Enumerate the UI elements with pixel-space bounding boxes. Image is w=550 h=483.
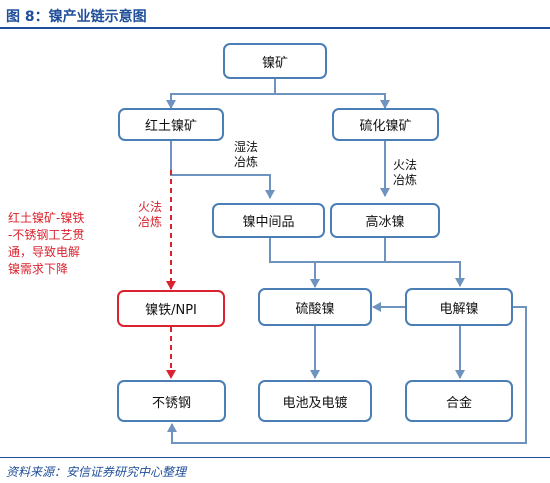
edge-ore-to-sulfide — [275, 93, 390, 109]
edge-intermediates-merge — [269, 237, 465, 287]
node-stainless-steel: 不锈钢 — [117, 380, 226, 422]
node-nickel-matte: 高冰镍 — [330, 203, 440, 238]
node-electrolytic-nickel: 电解镍 — [405, 288, 513, 326]
node-sulfide-ore: 硫化镍矿 — [332, 108, 439, 141]
footer-rule — [0, 457, 550, 458]
title-rule — [0, 27, 550, 29]
node-nickel-sulfate: 硫酸镍 — [258, 288, 372, 326]
label-hydrometallurgy: 湿法 冶炼 — [234, 140, 259, 169]
label-pyrometallurgy-red: 火法 冶炼 — [138, 200, 163, 229]
node-battery-plating: 电池及电镀 — [258, 380, 372, 422]
source-note: 资料来源：安信证券研究中心整理 — [6, 465, 187, 479]
edge-laterite-to-intermediate — [170, 140, 275, 199]
annotation-note: 红土镍矿-镍铁 -不锈钢工艺贯 通，导致电解 镍需求下降 — [8, 211, 85, 276]
figure-title: 图 8：镍产业链示意图 — [6, 9, 147, 25]
node-npi: 镍铁/NPI — [117, 290, 225, 327]
node-nickel-ore: 镍矿 — [223, 43, 327, 79]
node-alloy: 合金 — [405, 380, 513, 422]
label-pyrometallurgy: 火法 冶炼 — [393, 158, 418, 187]
node-intermediate: 镍中间品 — [212, 203, 325, 238]
edge-ore-split — [166, 78, 276, 109]
edge-electrolytic-to-stainless — [167, 306, 527, 444]
node-laterite-ore: 红土镍矿 — [118, 108, 224, 141]
